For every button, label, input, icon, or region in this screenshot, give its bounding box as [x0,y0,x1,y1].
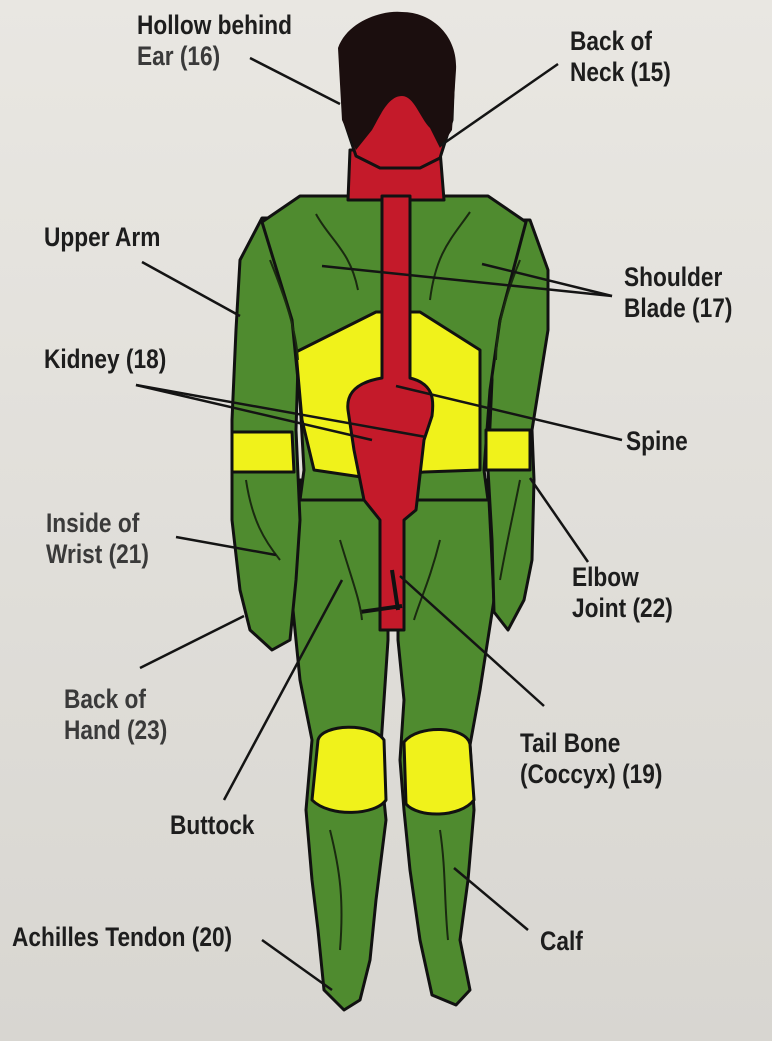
label-tail-bone: Tail Bone (Coccyx) (19) [520,728,662,790]
label-back-of-neck: Back of Neck (15) [570,26,671,88]
line-elbow-joint [530,478,588,562]
label-inside-of-wrist: Inside of Wrist (21) [46,508,149,570]
label-back-of-hand: Back of Hand (23) [64,684,167,746]
label-kidney: Kidney (18) [44,344,166,375]
label-calf: Calf [540,926,583,957]
label-achilles-tendon: Achilles Tendon (20) [12,922,232,953]
label-shoulder-blade: Shoulder Blade (17) [624,262,732,324]
label-buttock: Buttock [170,810,254,841]
line-back-of-neck [440,64,558,146]
right-elbow-pressure-area [486,430,530,470]
label-upper-arm: Upper Arm [44,222,160,253]
line-back-of-hand [140,616,244,668]
human-figure-back-view [232,12,548,1010]
label-hollow-behind-ear: Hollow behind Ear (16) [137,10,292,72]
line-upper-arm [142,262,240,316]
label-elbow-joint: Elbow Joint (22) [572,562,673,624]
left-knee-pressure-area [312,727,386,812]
left-elbow-pressure-area [232,432,294,472]
label-spine: Spine [626,426,688,457]
right-knee-pressure-area [404,729,474,814]
